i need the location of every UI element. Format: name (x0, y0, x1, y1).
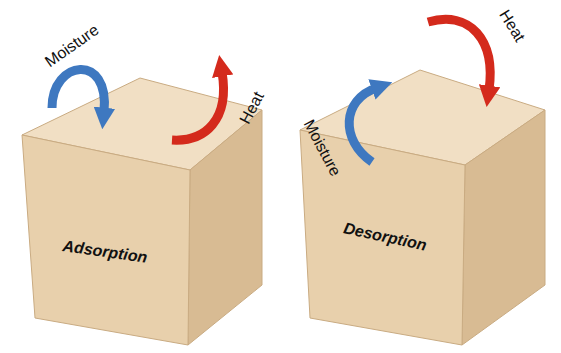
cube-outline (15, 70, 270, 350)
wood-cube: Adsorption (15, 70, 270, 350)
heat-arrow (428, 19, 490, 90)
moisture-arrow (349, 88, 376, 162)
cube-front (22, 135, 190, 345)
wood-cube: Desorption (295, 65, 550, 350)
cube-side (462, 110, 545, 345)
flow-label: Moisture (42, 21, 103, 71)
heat-arrow (172, 72, 224, 140)
cube-outline (295, 65, 550, 350)
cube-side (188, 110, 262, 345)
flow-label: Heat (236, 89, 268, 127)
flow-label: Heat (495, 7, 528, 45)
moisture-arrow (52, 69, 104, 112)
